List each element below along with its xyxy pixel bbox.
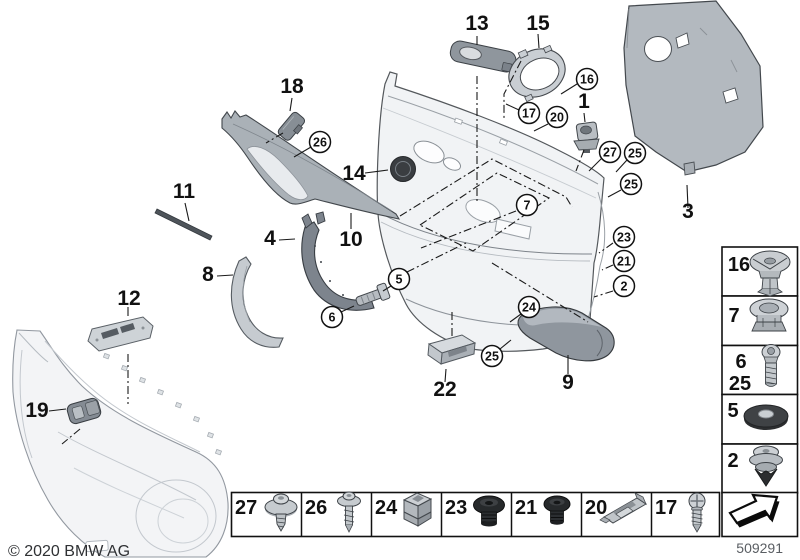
tweeter-speaker [390,156,416,182]
callout-16-circled: 16 [575,67,599,91]
svg-text:23: 23 [617,231,631,245]
callout-4: 4 [264,227,276,250]
svg-text:20: 20 [550,111,564,125]
callout-23-circled: 23 [612,225,636,249]
callout-5-circled: 5 [387,267,411,291]
blind-plug-icon [473,495,505,527]
inner-door-panel-rear [12,329,229,558]
callout-24-circled: 24 [517,295,541,319]
switch-cover-part [449,40,517,73]
svg-text:24: 24 [522,301,536,315]
handle-fastener-piece [355,282,391,306]
callout-18: 18 [280,75,304,98]
callout-12: 12 [117,287,140,310]
svg-text:6: 6 [329,311,336,325]
cover-cap-part [277,111,305,141]
speaker-adapter-ring [508,44,566,103]
callout-21-circled: 21 [612,249,636,273]
fastener-legend-row: 27 26 24 23 21 20 17 [230,491,721,538]
sidebar-label-16: 16 [728,254,750,276]
svg-text:5: 5 [396,273,403,287]
fastener-sidebar: 16 7 6 25 5 2 [721,246,799,494]
callout-27-circled: 27 [598,140,622,164]
svg-text:17: 17 [522,107,536,121]
svg-text:25: 25 [485,350,499,364]
expanding-clip-icon [749,445,783,487]
sidebar-label-5: 5 [727,400,738,422]
svg-text:25: 25 [628,147,642,161]
legend-label-17: 17 [655,497,677,519]
legend-label-20: 20 [585,497,607,519]
decor-trim-strip [221,110,401,220]
callout-9: 9 [562,371,574,394]
callout-25-circled-3: 25 [480,344,504,368]
retaining-clip-icon [599,492,647,524]
callout-1: 1 [578,90,590,113]
clamp-part [573,121,600,153]
door-lamp [66,397,102,425]
callout-19: 19 [25,399,48,422]
direction-arrow-box [721,491,799,538]
leader-lines [48,33,689,445]
sound-deadening-panel [623,0,764,176]
self-tapping-screw-icon [337,491,361,533]
svg-text:26: 26 [313,136,327,150]
svg-text:21: 21 [617,255,631,269]
legend-label-23: 23 [445,497,467,519]
legend-label-21: 21 [515,497,537,519]
washer-icon [743,404,789,430]
svg-text:7: 7 [524,199,531,213]
expanding-nut-icon [402,492,433,527]
callout-25-circled-2: 25 [619,172,643,196]
circled-callouts: 26 16 17 20 27 25 25 7 [308,67,647,368]
sidebar-label-25: 25 [729,373,751,395]
callout-11: 11 [173,180,196,203]
svg-text:25: 25 [624,178,638,192]
callout-8: 8 [202,263,214,286]
callout-6-circled: 6 [320,305,344,329]
sidebar-label-2: 2 [727,450,738,472]
callout-14: 14 [342,162,366,185]
callout-26-circled: 26 [308,130,332,154]
sidebar-label-7: 7 [728,305,739,327]
expanding-rivet-icon [749,250,791,297]
window-switch-bezel [87,316,154,352]
courtesy-light [427,334,477,365]
callout-15: 15 [526,12,550,35]
sidebar-label-6: 6 [735,351,746,373]
door-pull-handle-trim [230,256,284,348]
svg-text:16: 16 [580,73,594,87]
main-door-trim-panel [376,71,606,352]
callout-22: 22 [433,378,456,401]
callout-17-circled: 17 [517,101,541,125]
copyright-text: © 2020 BMW AG [8,543,130,560]
plain-callouts: 13 15 18 1 3 14 11 4 10 8 12 19 22 9 [25,12,694,422]
door-pull-handle-carrier [301,211,375,311]
callout-2-circled: 2 [612,274,636,298]
callout-20-circled: 20 [545,105,569,129]
callout-25-circled-1: 25 [623,141,647,165]
seal-strip [154,208,213,241]
screw-with-washer-icon [264,493,298,532]
sealing-plug-icon [543,495,571,525]
torx-screw-icon [761,344,781,387]
legend-label-27: 27 [235,497,257,519]
direction-arrow-icon [728,493,780,528]
callout-10: 10 [339,228,362,251]
legend-label-26: 26 [305,497,327,519]
pan-head-screw-icon [688,492,706,533]
svg-text:2: 2 [621,280,628,294]
legend-label-24: 24 [375,497,398,519]
document-number: 509291 [736,540,783,556]
svg-text:27: 27 [603,146,617,160]
armrest-pad [517,306,615,362]
callout-13: 13 [465,12,488,35]
callout-7-circled: 7 [515,193,539,217]
callout-3: 3 [682,200,694,223]
grommet-icon [749,298,789,332]
